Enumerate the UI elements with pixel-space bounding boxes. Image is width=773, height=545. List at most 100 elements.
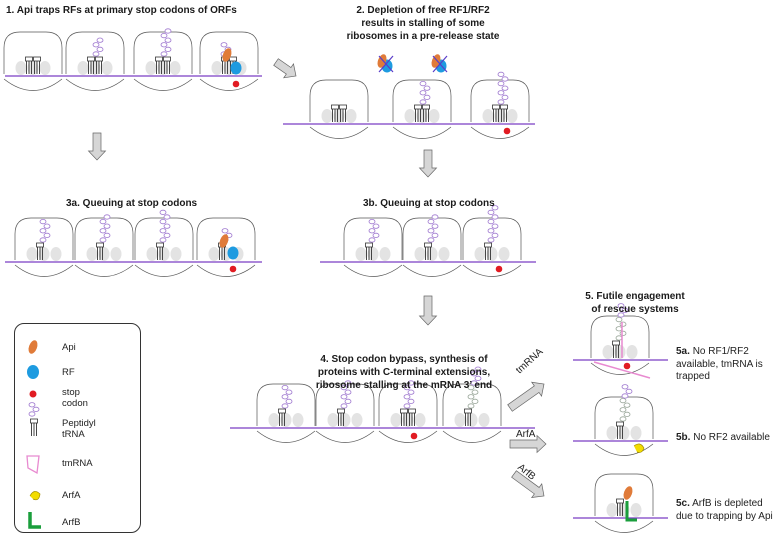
outcome-5a-line3: trapped — [676, 371, 710, 382]
trna-head — [96, 242, 104, 248]
panel-2-title-line3: ribosomes in a pre-release state — [346, 31, 500, 42]
trna-site — [211, 61, 223, 75]
peptide-residue — [619, 321, 627, 327]
trna-head — [616, 498, 624, 504]
trna-head — [424, 242, 432, 248]
peptide-residue — [159, 219, 167, 225]
panel-3a-ribosome — [74, 214, 134, 277]
trna-site — [146, 247, 158, 261]
trna-head — [156, 242, 164, 248]
trna-site — [351, 413, 363, 427]
legend-stop-line1: stop — [62, 387, 80, 398]
ribosome-small-subunit — [65, 78, 125, 91]
panel-5-title: 5. Futile engagement of rescue systems — [575, 290, 695, 316]
trna-site — [89, 61, 101, 75]
trna-head — [163, 56, 171, 62]
trna-site — [602, 345, 614, 359]
peptide-residue — [431, 232, 439, 238]
ribosome-small-subunit — [392, 126, 452, 139]
trna-head — [87, 56, 95, 62]
peptide-residue — [615, 326, 623, 332]
outcome-5b: 5b. No RF2 available — [676, 432, 770, 445]
trna-site — [39, 61, 51, 75]
trna-site — [486, 247, 498, 261]
outcome-5c-line1: ArfB is depleted — [692, 498, 763, 509]
ribosome-large-subunit — [14, 217, 74, 260]
trna-site — [379, 247, 391, 261]
trna-site — [606, 426, 618, 440]
stop-codon-dot — [229, 265, 237, 273]
ribosome-large-subunit — [309, 79, 369, 122]
trna-head — [500, 104, 508, 110]
outcome-5a-id: 5a. — [676, 346, 690, 357]
peptide-residue — [285, 389, 293, 395]
trna-site — [86, 247, 98, 261]
trna-site — [101, 61, 113, 75]
trna-head — [492, 104, 500, 110]
panel-3b-ribosome — [462, 205, 522, 277]
peptide-residue — [623, 411, 631, 417]
peptide-residue — [164, 37, 172, 43]
trna-site — [466, 413, 478, 427]
peptide-residue — [407, 380, 415, 386]
ribosome-large-subunit — [256, 383, 316, 426]
legend-stop-line2: codon — [62, 398, 88, 409]
trna-site — [169, 61, 181, 75]
peptide-residue — [39, 237, 47, 243]
ribosome-small-subunit — [402, 264, 462, 277]
peptide-residue — [623, 402, 631, 408]
legend-rf-icon — [27, 365, 39, 379]
peptide-residue — [625, 388, 633, 394]
ribosome-small-subunit — [74, 264, 134, 277]
peptide-residue — [427, 237, 435, 243]
trna-site — [618, 426, 630, 440]
peptide-residue — [92, 42, 100, 48]
peptide-residue — [491, 232, 499, 238]
peptide-residue — [103, 214, 111, 220]
trna-site — [110, 247, 122, 261]
legend-stop-icon — [29, 390, 37, 398]
peptide-residue — [372, 223, 380, 229]
ribosome-large-subunit — [3, 31, 63, 74]
peptide-residue — [159, 237, 167, 243]
peptide-residue — [159, 228, 167, 234]
cross-line — [378, 55, 394, 73]
trna-head — [365, 242, 373, 248]
panel-5-title-line1: 5. Futile engagement — [585, 291, 685, 302]
panel-5-title-line2: of rescue systems — [591, 304, 679, 315]
trna-site — [390, 413, 402, 427]
trna-site — [157, 61, 169, 75]
peptide-residue — [103, 232, 111, 238]
peptide-residue — [617, 303, 625, 309]
trna-site — [170, 247, 182, 261]
peptide-residue — [285, 398, 293, 404]
release-factor — [230, 61, 242, 75]
ribosome-large-subunit — [196, 217, 256, 260]
ribosome-large-subunit — [343, 217, 403, 260]
peptide-residue — [163, 223, 171, 229]
peptide-residue — [467, 384, 475, 391]
peptide-residue — [160, 42, 168, 48]
peptide-residue — [99, 219, 107, 225]
legend — [14, 323, 141, 533]
peptide-residue — [32, 406, 40, 412]
legend-tmrna-label: tmRNA — [62, 458, 93, 469]
arrow-arfb — [511, 470, 545, 498]
trna-site — [38, 247, 50, 261]
peptide-residue — [159, 209, 167, 215]
legend-arfa-icon — [29, 491, 41, 501]
api-peptide — [623, 486, 633, 500]
peptide-residue — [103, 223, 111, 229]
outcome-5b-id: 5b. — [676, 432, 691, 443]
trna-site — [26, 247, 38, 261]
peptide-residue — [470, 371, 478, 377]
peptide-residue — [344, 398, 352, 404]
legend-rf-label: RF — [62, 367, 75, 378]
panel-2-ribosome — [470, 71, 530, 139]
trna-site — [478, 413, 490, 427]
ribosome-large-subunit — [65, 31, 125, 74]
panel-1-ribosome — [133, 28, 193, 91]
peptide-residue — [491, 223, 499, 229]
arrow-arfa — [509, 434, 547, 454]
peptide-residue — [368, 228, 376, 234]
